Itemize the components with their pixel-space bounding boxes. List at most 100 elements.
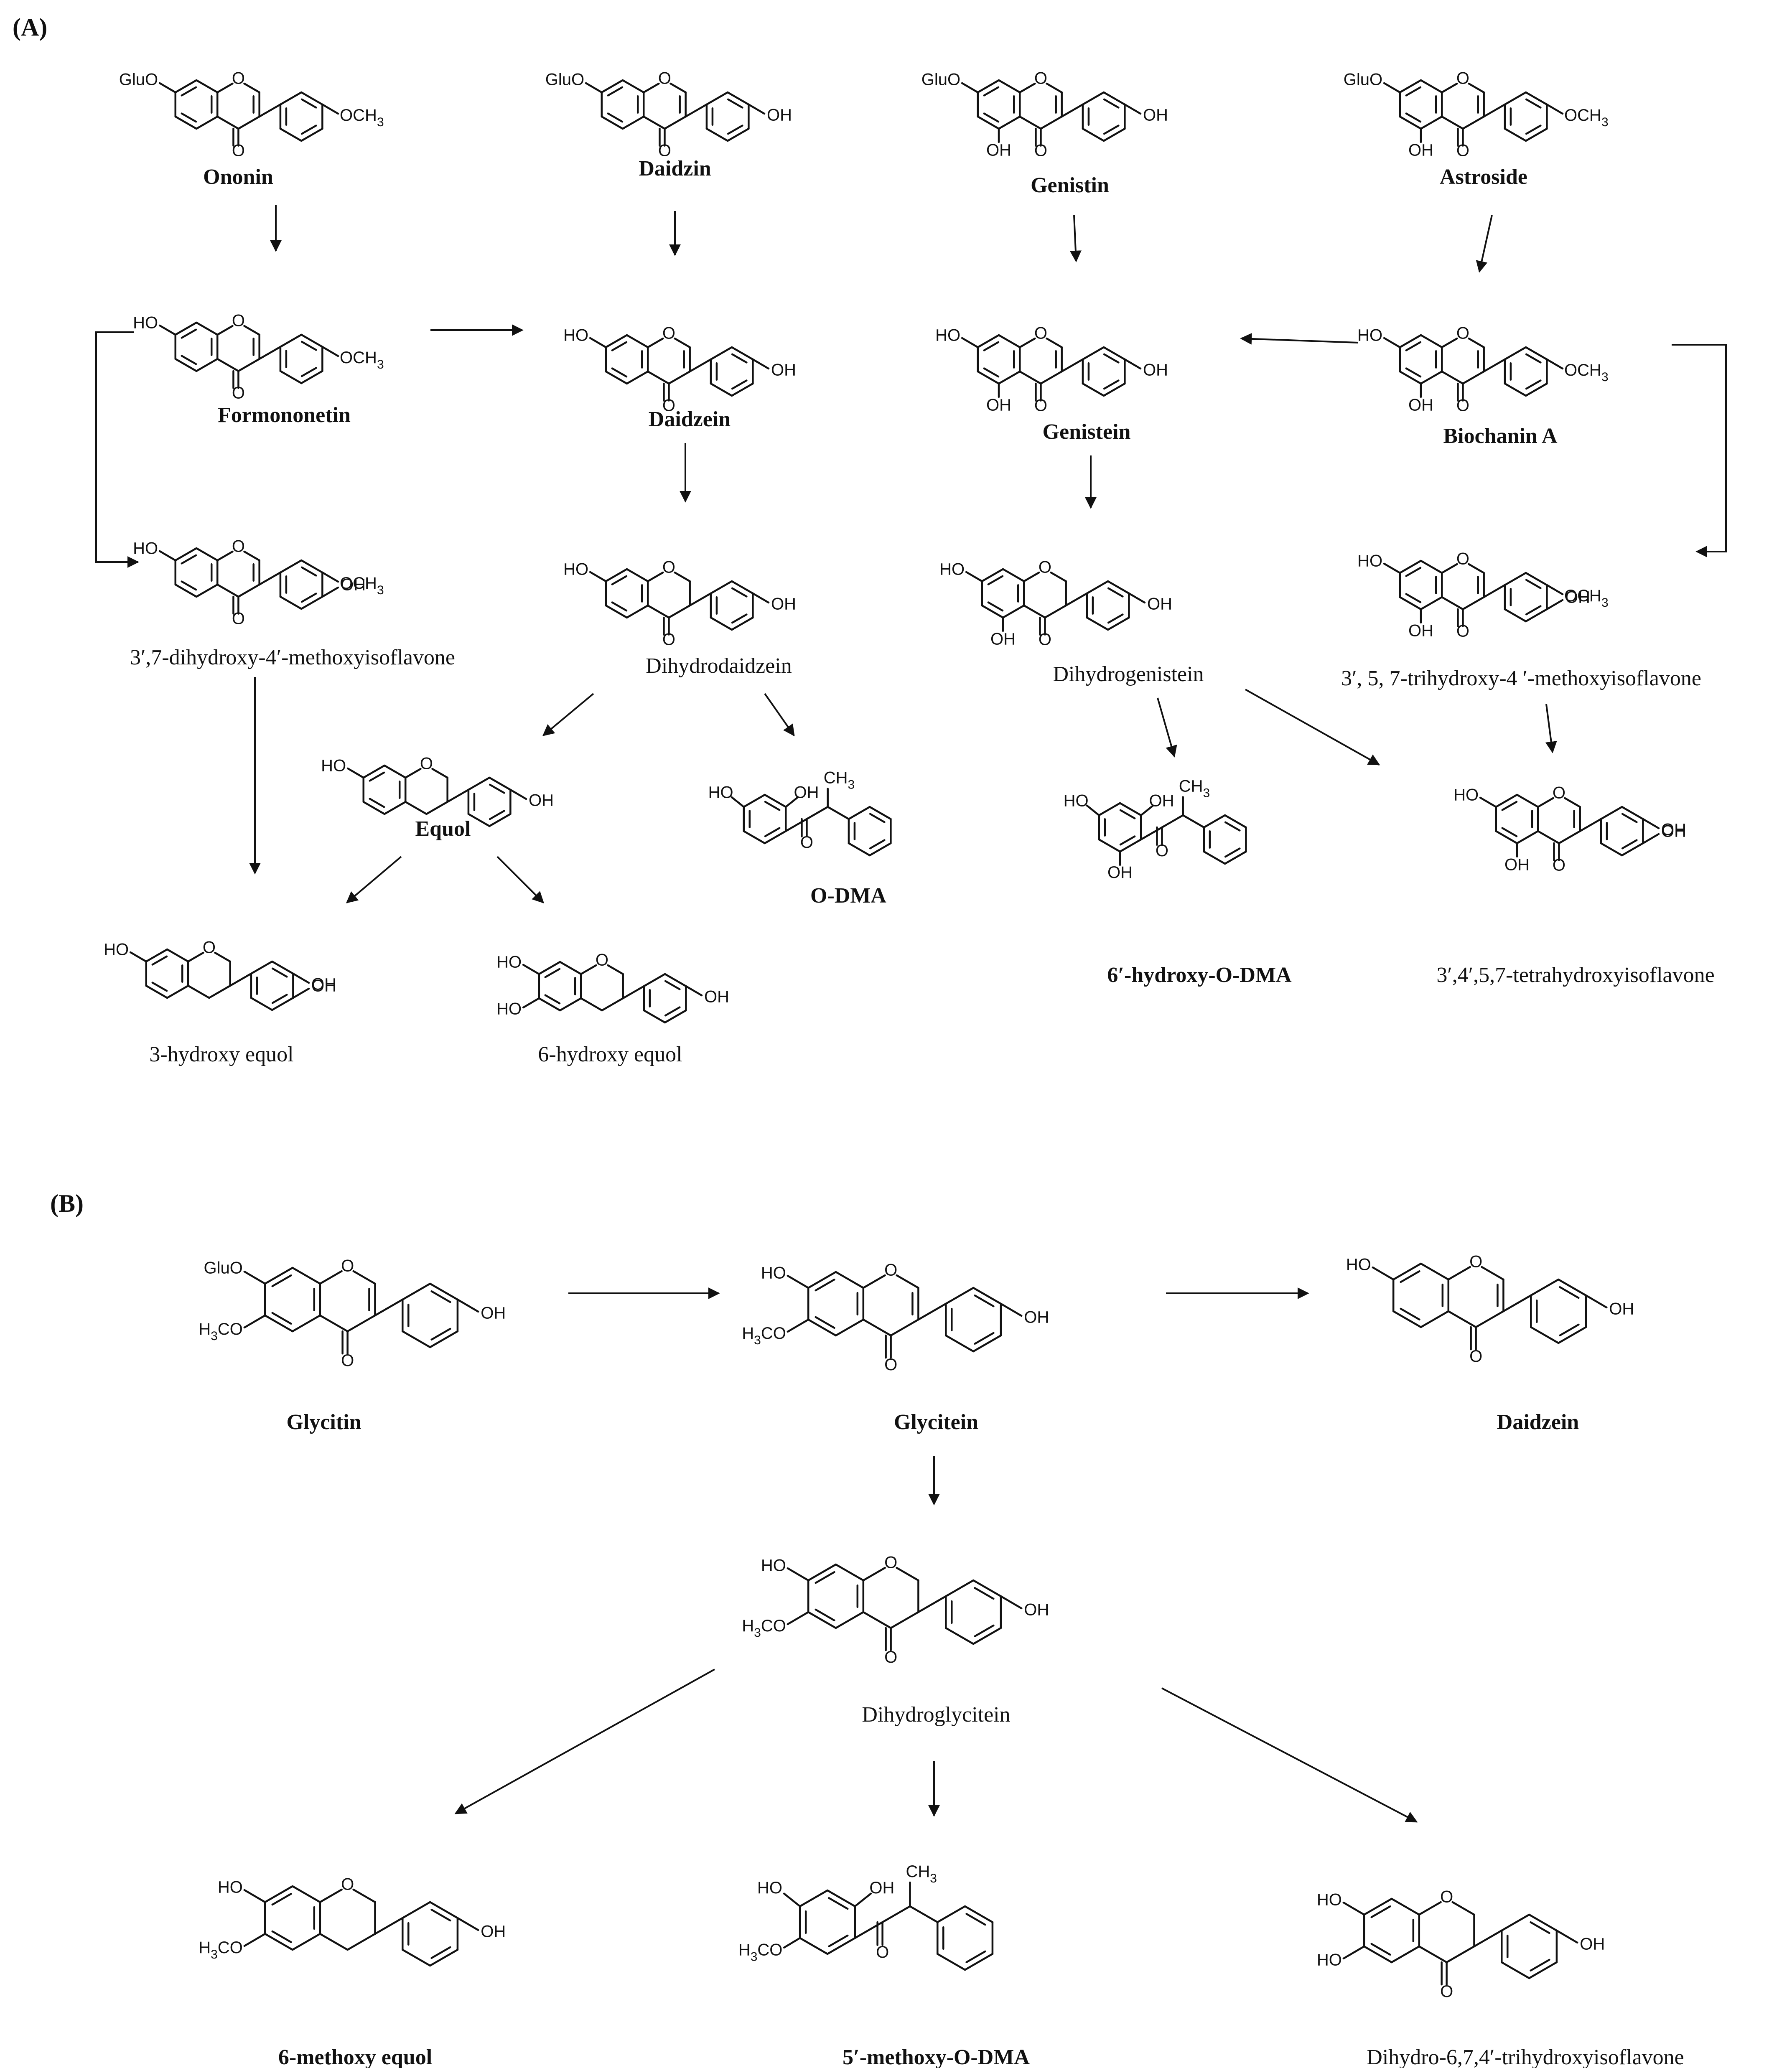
carbonyl-oxygen: O	[662, 397, 675, 415]
ring-oxygen: O	[1034, 324, 1047, 343]
a-dihydrogenistein-label: Dihydrogenistein	[1053, 662, 1204, 686]
h3co-group: H3CO	[742, 1324, 786, 1347]
ketone-oxygen: O	[1156, 842, 1168, 860]
carbonyl-oxygen: O	[1440, 1982, 1453, 2001]
hydroxyl-4p: OH	[704, 988, 729, 1006]
hydroxyl-7: HO	[939, 560, 965, 579]
arrow-equol-6-hydroxy-equol	[496, 856, 544, 903]
arrow-dihydrogenistein-6-hydroxy-o-dma	[1157, 697, 1177, 758]
hydroxyl-4p: OH	[1609, 1300, 1634, 1318]
a-astroside-label: Astroside	[1440, 165, 1527, 189]
ring-oxygen: O	[658, 69, 671, 88]
ring-oxygen: O	[1440, 1888, 1453, 1906]
hydroxyl-7: HO	[563, 326, 588, 345]
panel-a-label: (A)	[13, 13, 47, 41]
glu-o-group: GluO	[119, 71, 158, 89]
ring-oxygen: O	[662, 324, 675, 343]
a-daidzein-label: Daidzein	[649, 407, 731, 431]
och3-group: OCH3	[1564, 587, 1609, 610]
hydroxyl-7: HO	[1357, 326, 1382, 345]
carbonyl-oxygen: O	[1456, 622, 1469, 641]
a-o-dma-label: O-DMA	[810, 884, 886, 908]
ch3-group: CH3	[824, 768, 855, 792]
b-glycitin-label: Glycitin	[286, 1410, 361, 1434]
ring-oxygen: O	[1553, 784, 1565, 802]
ring-oxygen: O	[662, 558, 675, 577]
arrow-equol-3-hydroxy-equol	[346, 856, 402, 903]
6-methoxy-equol-structure: O OH HO H3CO	[199, 1875, 506, 1967]
a-dihydrodaidzein-label: Dihydrodaidzein	[646, 654, 792, 678]
ch3-group: CH3	[906, 1862, 937, 1886]
h3co-group: H3CO	[742, 1616, 786, 1640]
hydroxyl-6: OH	[1107, 863, 1133, 882]
ring-oxygen: O	[341, 1257, 354, 1275]
hydroxyl-4p: OH	[1024, 1600, 1049, 1619]
b-6-methoxy-equol-label: 6-methoxy equol	[278, 2045, 432, 2068]
glu-o-group: GluO	[545, 71, 584, 89]
ring-oxygen: O	[596, 951, 608, 969]
a-genistein-label: Genistein	[1043, 420, 1131, 444]
b-dihydroglycitein-label: Dihydroglycitein	[862, 1703, 1010, 1727]
hydroxyl-4p: OH	[481, 1922, 506, 1941]
hydroxyl-4: HO	[757, 1879, 782, 1897]
hydroxyl-4: HO	[1064, 792, 1089, 810]
a-equol-label: Equol	[415, 817, 471, 841]
hydroxyl-7: HO	[218, 1878, 243, 1897]
hydroxyl-7: HO	[563, 560, 588, 579]
carbonyl-oxygen: O	[232, 142, 245, 160]
arrow-dihydroglycitein-dihydro-trihydroxyisoflavone	[1161, 1687, 1418, 1823]
carbonyl-oxygen: O	[1553, 856, 1565, 875]
6-hydroxy-equol-structure: O OH HO HO	[496, 951, 729, 1024]
ring-oxygen: O	[1039, 558, 1051, 577]
och3-group: OCH3	[340, 574, 384, 598]
hydroxyl-4p: OH	[771, 595, 796, 613]
arrow-biochanin-a-trihydroxy-methoxyisoflavone	[1672, 344, 1727, 557]
pathway-arrows	[95, 205, 1727, 1823]
hydroxyl-7: HO	[133, 539, 158, 558]
a-3-4-5-7-tetrahydroxyisoflavone-label: 3′,4′,5,7-tetrahydroxyisoflavone	[1436, 963, 1714, 987]
a-ononin-label: Ononin	[203, 165, 273, 189]
och3-group: OCH3	[1564, 106, 1609, 130]
hydroxyl-4p: OH	[481, 1304, 506, 1322]
hydroxyl-7: HO	[496, 953, 522, 972]
och3-group: OCH3	[340, 106, 384, 130]
arrow-dihydrogenistein-tetrahydroxyisoflavone	[1245, 689, 1380, 766]
hydroxyl-4p: OH	[311, 975, 336, 994]
hydroxyl-6: HO	[1317, 1951, 1342, 1969]
carbonyl-oxygen: O	[232, 384, 245, 402]
arrow-genistin-genistein	[1069, 215, 1082, 262]
hydroxyl-5: OH	[986, 396, 1011, 414]
h3co-group: H3CO	[199, 1320, 243, 1343]
carbonyl-oxygen: O	[1034, 397, 1047, 415]
hydroxyl-3p: OH	[1565, 588, 1590, 607]
hydroxyl-5: OH	[1408, 396, 1433, 414]
hydroxyl-4p: OH	[767, 106, 792, 125]
ring-oxygen: O	[232, 69, 245, 88]
h3co-group: H3CO	[199, 1938, 243, 1961]
carbonyl-oxygen: O	[1456, 397, 1469, 415]
arrow-formononetin-dihydroxy-methoxyisoflavone	[95, 331, 139, 568]
a-6-hydroxy-equol-label: 6-hydroxy equol	[538, 1043, 682, 1066]
ring-oxygen: O	[341, 1875, 354, 1894]
carbonyl-oxygen: O	[1034, 142, 1047, 160]
glu-o-group: GluO	[1344, 71, 1382, 89]
ring-oxygen: O	[203, 939, 216, 957]
hydroxyl-4p: OH	[1143, 106, 1168, 125]
hydroxyl-7: HO	[104, 941, 129, 959]
hydroxyl-2: OH	[1149, 792, 1174, 810]
ring-oxygen: O	[1456, 69, 1469, 88]
b-dihydro-6-7-4-trihydroxyisoflavone-label: Dihydro-6,7,4′-trihydroxyisoflavone	[1367, 2045, 1684, 2068]
hydroxyl-7: HO	[321, 757, 346, 775]
hydroxyl-6: HO	[496, 1000, 522, 1018]
h3co-group: H3CO	[738, 1941, 783, 1964]
hydroxyl-4p: OH	[1580, 1935, 1605, 1953]
